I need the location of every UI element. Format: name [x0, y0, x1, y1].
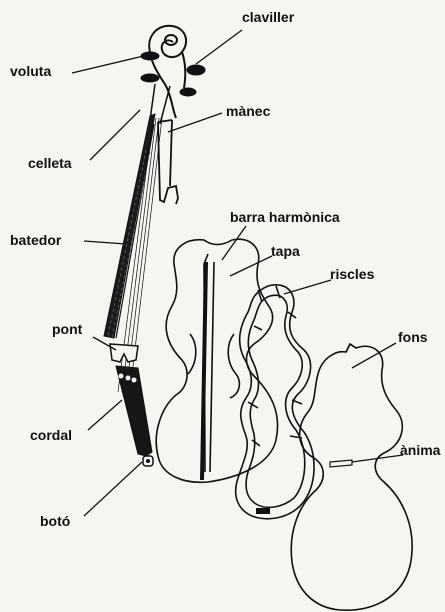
ribs-blocks	[256, 508, 270, 514]
tailpiece	[116, 366, 152, 456]
sound-post	[330, 460, 352, 467]
label-batedor: batedor	[10, 233, 61, 247]
label-cordal: cordal	[30, 428, 72, 442]
scroll	[149, 26, 186, 118]
label-anima: ànima	[400, 443, 440, 457]
back-plate	[291, 344, 412, 610]
ribs	[236, 285, 314, 519]
label-fons: fons	[398, 330, 428, 344]
label-riscles: riscles	[330, 267, 374, 281]
label-pont: pont	[52, 322, 82, 336]
bridge	[110, 344, 138, 362]
end-button	[143, 456, 153, 466]
label-tapa: tapa	[271, 244, 300, 258]
label-celleta: celleta	[28, 156, 72, 170]
bass-bar	[200, 262, 208, 480]
label-manec: mànec	[226, 104, 270, 118]
label-claviller: claviller	[242, 10, 294, 24]
neck	[158, 120, 178, 204]
pegs	[141, 52, 205, 96]
label-voluta: voluta	[10, 64, 51, 78]
label-barra-harmonica: barra harmònica	[230, 210, 340, 224]
label-boto: botó	[40, 514, 70, 528]
